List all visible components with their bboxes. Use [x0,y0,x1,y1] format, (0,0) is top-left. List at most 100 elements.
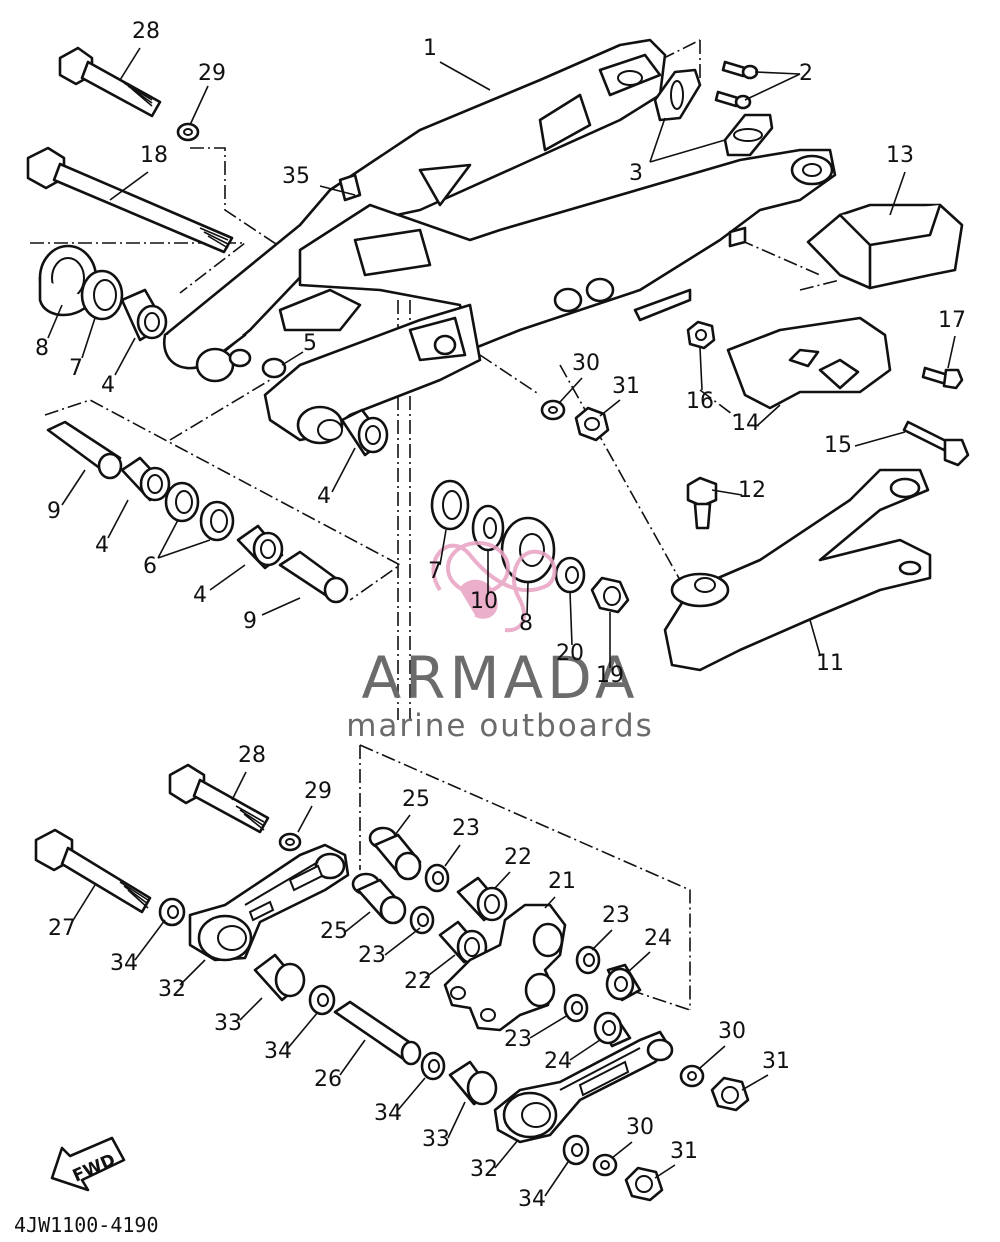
spacer-9b [278,550,349,604]
callout-number: 4 [95,533,109,558]
callout-number: 10 [470,589,498,614]
watermark-brand: ARMADA [361,644,638,712]
seal-8b [500,516,556,584]
bolt-15 [902,420,970,467]
leader-line [114,337,136,376]
washer-30c [592,1153,618,1177]
leader-line [439,61,491,91]
leader-line [394,814,411,836]
leader-line [854,431,906,447]
leader-line [439,529,447,566]
callout-number: 34 [110,951,138,976]
collar-24b [593,1011,632,1048]
leader-line [711,489,743,496]
washer-23a [424,863,450,893]
relay-arm-21 [443,903,567,1032]
forward-arrow-icon: FWD [50,1136,126,1192]
bearing-4a [120,288,168,342]
leader-line [384,927,421,956]
leader-line [281,351,304,366]
collar-24a [605,963,642,1002]
callout-number: 32 [470,1157,498,1182]
leader-line [424,954,456,979]
leader-line [544,896,556,909]
leader-line [754,71,801,75]
callout-number: 22 [504,845,532,870]
callout-number: 13 [886,143,914,168]
watermark-tagline: marine outboards [346,708,654,744]
washer-10 [471,504,505,552]
callout-number: 29 [198,61,226,86]
callout-number: 16 [686,389,714,414]
callout-number: 19 [596,663,624,688]
leader-line [599,399,621,417]
leader-line [157,539,211,559]
washer-23d [563,993,589,1023]
callout-number: 25 [402,787,430,812]
callout-number: 29 [304,779,332,804]
bearing-4d [340,408,389,457]
callout-number: 8 [519,611,533,636]
chain-guide-14 [726,316,892,410]
collar-33b [448,1060,498,1106]
leader-line [189,85,209,126]
callout-number: 9 [243,609,257,634]
leader-line [71,884,96,923]
leader-line [81,317,96,359]
callout-number: 30 [718,1019,746,1044]
callout-number: 34 [374,1101,402,1126]
leader-line [444,844,461,867]
oil-seal-8 [38,244,98,317]
relay-arm-11 [663,468,932,672]
callout-number: 17 [938,308,966,333]
leader-line [741,1074,769,1091]
callout-number: 5 [303,331,317,356]
callout-number: 24 [544,1049,572,1074]
leader-line [397,1077,426,1111]
callout-number: 27 [48,916,76,941]
leader-line [47,304,63,339]
callout-number: 31 [670,1139,698,1164]
watermark-logo-icon [431,541,557,633]
leader-line [209,564,246,591]
leader-line [109,171,149,201]
leader-line [744,73,801,101]
leader-line [339,1039,366,1076]
collar-5 [261,357,287,379]
callout-number: 32 [158,977,186,1002]
callout-number: 14 [732,411,760,436]
leader-line [287,1011,319,1049]
washer-34c [420,1051,446,1081]
leader-line [699,347,703,391]
callout-number: 30 [572,351,600,376]
leader-line [526,581,529,616]
leader-line [757,404,781,426]
nut-31c [624,1166,664,1202]
callout-number: 15 [824,433,852,458]
callout-number: 22 [404,969,432,994]
leader-line [529,1014,569,1039]
leader-line [627,951,651,973]
seal-6b [199,500,235,542]
callout-number: 30 [626,1115,654,1140]
leader-line [319,185,356,196]
callout-number: 6 [143,554,157,579]
nut-19 [590,576,630,614]
leader-line [591,929,613,951]
callout-number: 28 [238,743,266,768]
washer-30b [679,1064,705,1088]
washer-29 [176,122,200,142]
callout-number: 23 [602,903,630,928]
leader-line [947,335,956,369]
leader-line [447,1101,466,1139]
leader-line [261,597,301,616]
callout-labels: 2829188741355231317161415303112946494710… [35,19,966,1212]
leader-line [809,619,821,656]
leader-line [297,805,313,833]
leader-line [157,519,179,559]
callout-number: 20 [556,641,584,666]
washer-34d [562,1134,590,1166]
callout-number: 23 [358,943,386,968]
leader-line [649,139,726,163]
